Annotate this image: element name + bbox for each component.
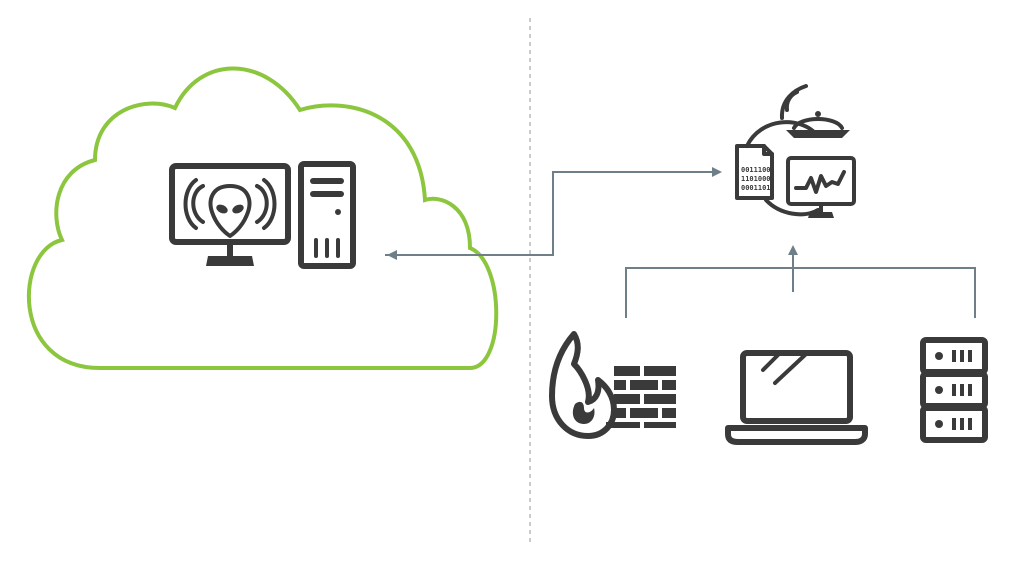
firewall-fire-icon	[549, 331, 676, 439]
satellite-data-monitor-icon: 0011100 1101000 0001101	[735, 84, 856, 218]
server-rack-icon	[920, 337, 988, 443]
binary-line-3: 0001101	[741, 184, 771, 192]
binary-line-1: 0011100	[741, 166, 771, 174]
connector-to-station	[385, 167, 722, 256]
cloud-shape	[27, 66, 499, 370]
connector-bus	[625, 267, 976, 318]
laptop-icon	[725, 350, 868, 445]
binary-line-2: 1101000	[741, 175, 771, 183]
alien-monitor-icon	[169, 163, 291, 266]
desktop-tower-icon	[298, 161, 356, 269]
